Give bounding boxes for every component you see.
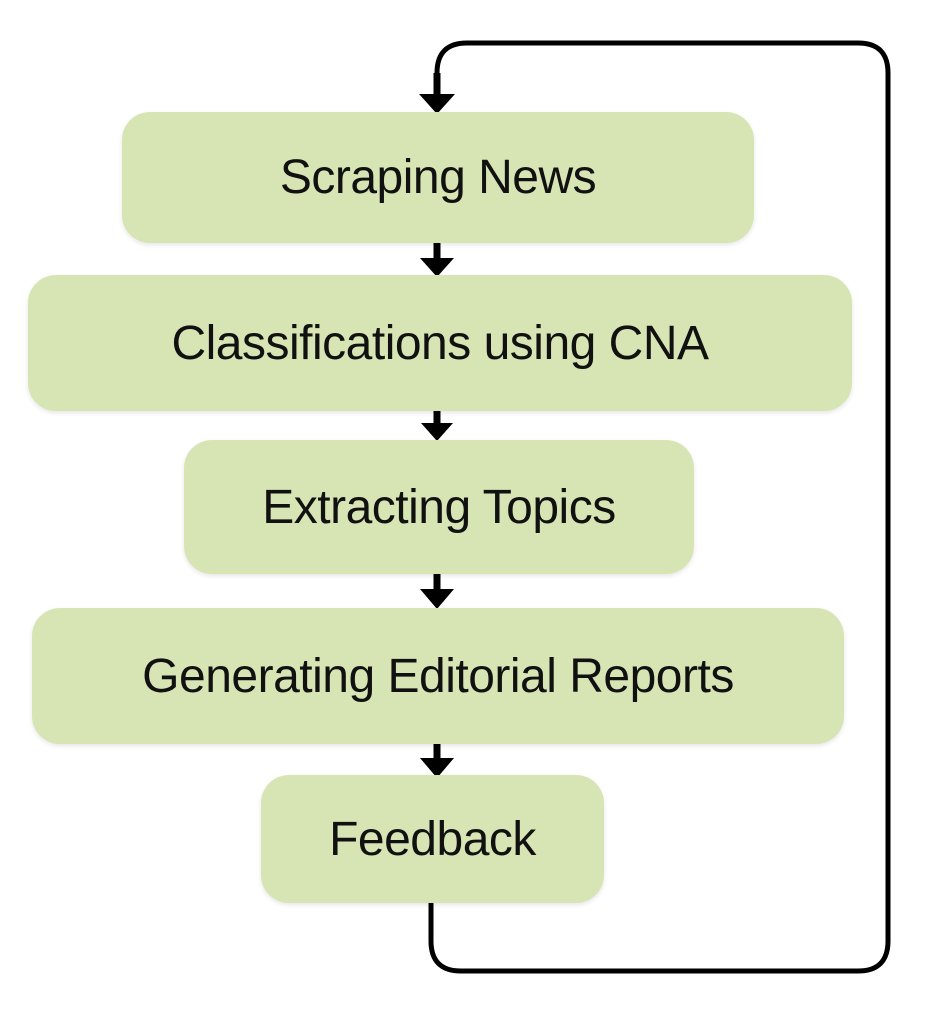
arrow-extracting-to-generating	[420, 572, 454, 609]
arrow-classifications-to-extracting	[421, 409, 453, 441]
node-label: Feedback	[329, 812, 536, 866]
feedback-loop-arrowhead	[419, 73, 455, 114]
node-generating-editorial-reports: Generating Editorial Reports	[32, 608, 844, 744]
node-extracting-topics: Extracting Topics	[184, 440, 694, 574]
node-classifications-using-cna: Classifications using CNA	[28, 275, 852, 411]
arrow-generating-to-feedback	[420, 742, 454, 778]
node-scraping-news: Scraping News	[122, 112, 754, 243]
node-label: Classifications using CNA	[171, 316, 709, 370]
node-label: Extracting Topics	[262, 480, 616, 534]
node-label: Scraping News	[279, 151, 597, 204]
node-feedback: Feedback	[261, 775, 604, 903]
arrow-scraping-to-classifications	[420, 241, 454, 277]
node-label: Generating Editorial Reports	[142, 649, 734, 703]
